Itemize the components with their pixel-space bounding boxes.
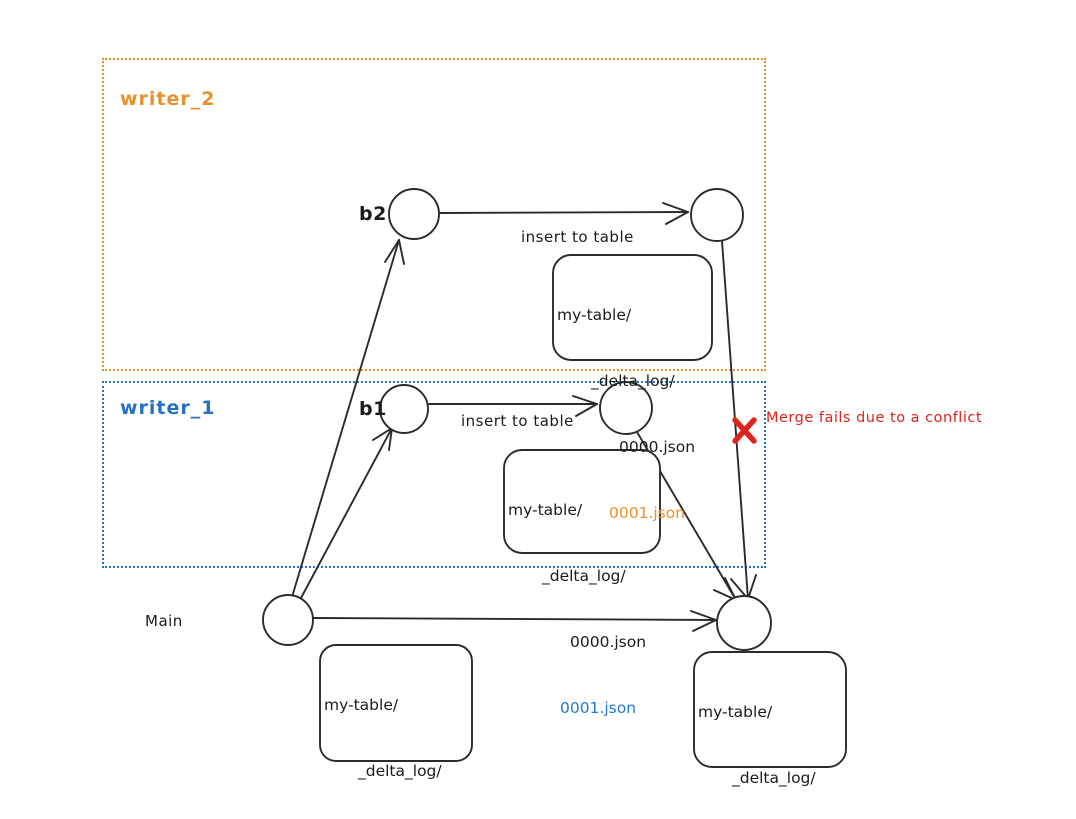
filebox-line-highlight: 0001.json [560, 699, 637, 717]
zone-writer-1 [102, 381, 766, 568]
filebox-line: 0000.json [619, 438, 696, 456]
conflict-x-icon [732, 417, 757, 444]
filebox-line-highlight: 0001.json [609, 504, 686, 522]
filebox-writer1-text: my-table/ _delta_log/ 0000.json 0001.jso… [508, 455, 656, 763]
filebox-line: _delta_log/ [542, 567, 626, 585]
edge-b1-insert [428, 395, 598, 417]
node-b1-label: b1 [359, 398, 387, 420]
node-main-label: Main [145, 612, 183, 630]
filebox-line: my-table/ [557, 306, 632, 324]
edge-main-to-merge [313, 610, 717, 632]
filebox-writer1 [503, 449, 661, 554]
filebox-main [319, 644, 473, 762]
filebox-merge-text: my-table/ _delta_log/ 0000.json 0001.jso… [698, 657, 844, 819]
node-main [262, 594, 314, 646]
node-b1-commit [599, 381, 653, 435]
edge-main-to-b1 [300, 427, 393, 599]
zone-writer-2 [102, 58, 766, 371]
node-merge [716, 595, 772, 651]
edge-label-b1-insert: insert to table [461, 412, 574, 430]
filebox-line: _delta_log/ [591, 372, 675, 390]
node-b1 [379, 384, 429, 434]
conflict-message: Merge fails due to a conflict [766, 410, 983, 426]
filebox-line: _delta_log/ [732, 769, 816, 787]
zone-writer-2-label: writer_2 [120, 88, 216, 110]
edge-main-to-b2 [291, 239, 405, 598]
filebox-writer2 [552, 254, 713, 361]
filebox-line: 0000.json [570, 633, 647, 651]
node-b2-commit [690, 188, 744, 242]
filebox-line: my-table/ [324, 696, 399, 714]
filebox-main-text: my-table/ _delta_log/ 0000.json [324, 650, 470, 819]
filebox-line: my-table/ [508, 501, 583, 519]
filebox-line: my-table/ [698, 703, 773, 721]
zone-writer-1-label: writer_1 [120, 397, 216, 419]
node-b2-label: b2 [359, 203, 387, 225]
edge-b2-insert [439, 202, 689, 225]
filebox-writer2-text: my-table/ _delta_log/ 0000.json 0001.jso… [557, 260, 707, 568]
node-b2 [388, 188, 440, 240]
filebox-merge [693, 651, 847, 768]
filebox-line: _delta_log/ [358, 762, 442, 780]
edge-label-b2-insert: insert to table [521, 228, 634, 246]
